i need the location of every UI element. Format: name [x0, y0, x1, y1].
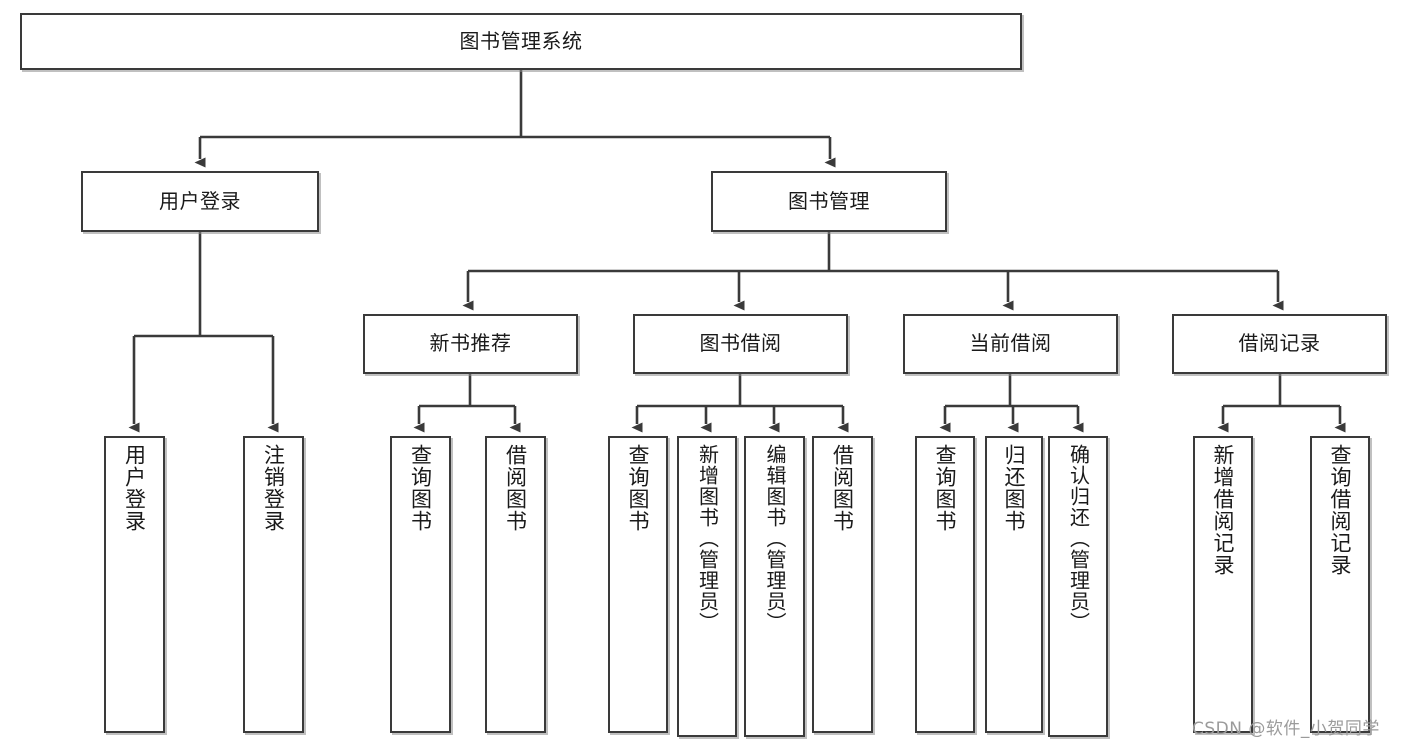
- node-book-borrow-label: 图书借阅: [699, 331, 782, 356]
- connector-book-borrow-to-leaves: [631, 374, 849, 433]
- csdn-watermark: CSDN @软件_小贺同学: [1192, 719, 1380, 739]
- leaf-confirm-return-admin-label: 确认归还（管理员）: [1066, 444, 1091, 633]
- leaf-query-book-borrow[interactable]: 查询图书: [608, 436, 668, 733]
- node-book-manage[interactable]: 图书管理: [711, 171, 947, 232]
- leaf-query-book-current-label: 查询图书: [933, 444, 958, 532]
- node-current-borrow[interactable]: 当前借阅: [903, 314, 1118, 374]
- leaf-return-book-label: 归还图书: [1002, 444, 1027, 532]
- node-book-borrow[interactable]: 图书借阅: [633, 314, 848, 374]
- leaf-query-book-newrec[interactable]: 查询图书: [390, 436, 451, 733]
- node-root[interactable]: 图书管理系统: [20, 13, 1022, 70]
- leaf-user-login[interactable]: 用户登录: [104, 436, 165, 733]
- connector-root-to-level2: [194, 70, 836, 168]
- leaf-query-book-borrow-label: 查询图书: [626, 444, 651, 532]
- node-current-borrow-label: 当前借阅: [969, 331, 1052, 356]
- leaf-logout-login-label: 注销登录: [261, 444, 286, 532]
- leaf-user-login-label: 用户登录: [122, 444, 147, 532]
- leaf-add-book-admin[interactable]: 新增图书（管理员）: [677, 436, 737, 737]
- connector-new-book-rec-to-leaves: [413, 374, 521, 433]
- leaf-add-book-admin-label: 新增图书（管理员）: [695, 444, 720, 633]
- leaf-logout-login[interactable]: 注销登录: [243, 436, 304, 733]
- leaf-add-borrow-record-label: 新增借阅记录: [1211, 444, 1236, 576]
- leaf-borrow-book[interactable]: 借阅图书: [812, 436, 873, 733]
- node-new-book-rec[interactable]: 新书推荐: [363, 314, 578, 374]
- connector-book-manage-to-level3: [462, 232, 1284, 311]
- connector-user-login-to-leaves: [128, 232, 279, 433]
- node-borrow-record-label: 借阅记录: [1238, 331, 1321, 356]
- leaf-return-book[interactable]: 归还图书: [985, 436, 1043, 733]
- leaf-query-book-current[interactable]: 查询图书: [915, 436, 975, 733]
- node-user-login-label: 用户登录: [159, 188, 241, 213]
- leaf-borrow-book-newrec[interactable]: 借阅图书: [485, 436, 546, 733]
- leaf-add-borrow-record[interactable]: 新增借阅记录: [1193, 436, 1253, 733]
- leaf-edit-book-admin-label: 编辑图书（管理员）: [763, 444, 787, 633]
- leaf-query-book-newrec-label: 查询图书: [408, 444, 433, 532]
- leaf-borrow-book-label: 借阅图书: [830, 444, 855, 532]
- node-borrow-record[interactable]: 借阅记录: [1172, 314, 1387, 374]
- leaf-query-borrow-record[interactable]: 查询借阅记录: [1310, 436, 1370, 733]
- leaf-borrow-book-newrec-label: 借阅图书: [503, 444, 528, 532]
- leaf-query-borrow-record-label: 查询借阅记录: [1328, 444, 1353, 576]
- leaf-confirm-return-admin[interactable]: 确认归还（管理员）: [1048, 436, 1108, 737]
- node-new-book-rec-label: 新书推荐: [429, 331, 512, 356]
- node-user-login[interactable]: 用户登录: [81, 171, 319, 232]
- node-root-label: 图书管理系统: [459, 28, 583, 53]
- node-book-manage-label: 图书管理: [788, 188, 870, 213]
- leaf-edit-book-admin[interactable]: 编辑图书（管理员）: [744, 436, 805, 737]
- connector-borrow-record-to-leaves: [1217, 374, 1346, 433]
- connector-current-borrow-to-leaves: [939, 374, 1084, 433]
